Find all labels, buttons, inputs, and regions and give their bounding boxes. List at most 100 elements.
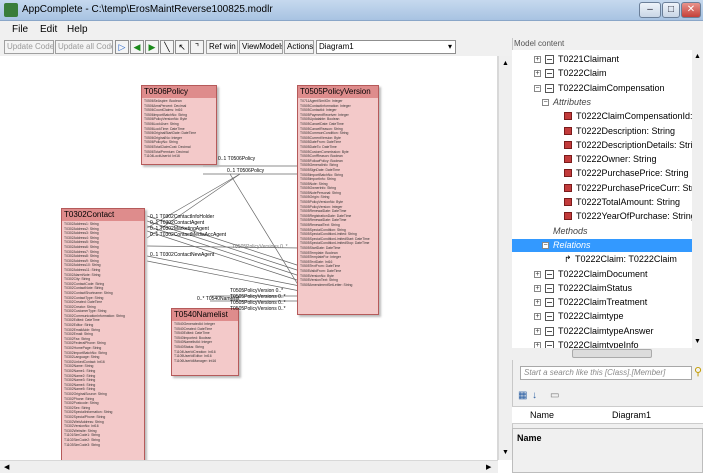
actions-button[interactable]: Actions xyxy=(284,40,314,54)
class-member: T0302Address10: String xyxy=(64,263,101,268)
collapse-icon[interactable]: − xyxy=(534,84,541,92)
search-icon[interactable]: ⚲ xyxy=(694,366,703,378)
scroll-down-icon[interactable]: ▼ xyxy=(694,338,701,345)
property-name-value[interactable]: Diagram1 xyxy=(612,410,652,420)
class-member: T0505ValidFrom: DateTime xyxy=(300,268,342,273)
maximize-button[interactable]: □ xyxy=(662,2,680,18)
line-tool-icon[interactable]: ╲ xyxy=(160,40,174,54)
scroll-right-icon[interactable]: ▶ xyxy=(486,464,492,471)
class-member: T0302CustomerType: String xyxy=(64,309,107,314)
scroll-thumb[interactable] xyxy=(572,349,652,358)
expand-icon[interactable]: + xyxy=(534,313,541,321)
tree-item-attribute[interactable]: T0222PurchasePrice: String xyxy=(512,167,692,180)
class-member: T0505CancelReason: String xyxy=(300,126,343,131)
canvas-horizontal-scrollbar[interactable]: ◀ ▶ xyxy=(0,460,498,473)
tree-item-attribute[interactable]: T0222YearOfPurchase: String xyxy=(512,210,692,223)
diagram-select[interactable]: Diagram1 ▾ xyxy=(316,40,456,54)
scroll-left-icon[interactable]: ◀ xyxy=(4,464,10,471)
tree-item-class[interactable]: −T0222ClaimCompensation xyxy=(512,82,692,95)
tree-item-class[interactable]: +T0222ClaimTreatment xyxy=(512,296,692,309)
scroll-up-icon[interactable]: ▲ xyxy=(694,53,701,60)
update-all-code-button[interactable]: Update all Code xyxy=(55,40,113,54)
viewmodels-button[interactable]: ViewModels xyxy=(239,40,283,54)
expand-icon[interactable]: + xyxy=(534,56,541,63)
tree-item-label: T0222TotalAmount: String xyxy=(576,197,681,207)
tree-item-attribute[interactable]: T0222TotalAmount: String xyxy=(512,196,692,209)
back-icon[interactable]: ◀ xyxy=(130,40,144,54)
tree-item-attribute[interactable]: T0222Description: String xyxy=(512,125,692,138)
close-button[interactable]: ✕ xyxy=(681,2,701,18)
class-member: T0506AmsPercent: Decimal xyxy=(144,103,187,108)
property-pages-icon[interactable]: ▭ xyxy=(550,390,560,401)
menu-edit[interactable]: Edit xyxy=(40,24,58,35)
tree-item-attribute[interactable]: T0222PurchasePriceCurr: String xyxy=(512,182,692,195)
scroll-up-icon[interactable]: ▲ xyxy=(502,60,509,67)
menu-file[interactable]: File xyxy=(12,24,29,35)
sort-alpha-icon[interactable]: ↓ xyxy=(532,390,537,401)
class-member: T0540Status: String xyxy=(174,344,204,349)
expand-icon[interactable]: + xyxy=(534,299,541,307)
class-member: T0505TextFrom: DateTime xyxy=(300,264,341,269)
tree-item-attribute[interactable]: T0222ClaimCompensationId: Integer xyxy=(512,110,692,123)
tree-item-class[interactable]: +T0221Claimant xyxy=(512,53,692,66)
model-search-input[interactable]: Start a search like this [Class].[Member… xyxy=(520,366,692,380)
class-member: T0505Updatable: Boolean xyxy=(300,117,340,122)
tree-item-attribute[interactable]: T0222DescriptionDetails: String xyxy=(512,139,692,152)
relation-icon: ↱ xyxy=(564,254,572,265)
expand-icon[interactable]: + xyxy=(534,70,541,78)
tree-item-relations[interactable]: −Relations xyxy=(512,238,692,252)
class-member: T0505CustomCommission: Byte xyxy=(300,149,349,154)
class-box-policy-version[interactable]: T0505PolicyVersion T0711AgentSimilOn: In… xyxy=(297,85,379,315)
pointer-tool-icon[interactable]: ↖ xyxy=(175,40,189,54)
tree-item-methods[interactable]: Methods xyxy=(512,225,692,238)
expand-icon[interactable]: + xyxy=(534,270,541,278)
tree-item-attributes[interactable]: −Attributes xyxy=(512,96,692,109)
link-label: T0505PolicyVersion 0..* xyxy=(230,288,284,294)
class-member: T0505SpecialConditionLimitedStart: DateT… xyxy=(300,236,370,241)
class-member: T0505DateFrom: DateTime xyxy=(300,140,342,145)
tree-vertical-scrollbar[interactable]: ▲ ▼ xyxy=(692,50,703,348)
tree-horizontal-scrollbar[interactable] xyxy=(512,348,703,360)
update-code-button[interactable]: Update Code xyxy=(4,40,54,54)
forward-icon[interactable]: ▶ xyxy=(145,40,159,54)
ref-win-button[interactable]: Ref win xyxy=(206,40,238,54)
tree-item-class[interactable]: +T0222ClaimtypeInfo xyxy=(512,339,692,348)
class-member: T0505ContactId: Integer xyxy=(300,108,337,113)
tree-item-class[interactable]: +T0222ClaimtypeAnswer xyxy=(512,325,692,338)
tree-item-attribute[interactable]: T0222Owner: String xyxy=(512,153,692,166)
expand-icon[interactable]: + xyxy=(534,342,541,348)
class-member: T0505SpecialCondition: String xyxy=(300,227,346,232)
collapse-icon[interactable]: − xyxy=(542,98,549,106)
tree-item-label: T0222Owner: String xyxy=(576,154,657,165)
window-title: AppComplete - C:\temp\ErosMaintReverse10… xyxy=(22,4,273,15)
class-member: T0505VersionText: String xyxy=(300,278,338,283)
collapse-icon[interactable]: − xyxy=(542,241,549,249)
categorized-icon[interactable]: ▦ xyxy=(518,390,528,401)
tree-item-class[interactable]: +T0222ClaimDocument xyxy=(512,268,692,281)
expand-icon[interactable]: + xyxy=(534,327,541,335)
class-member: T0302HomePage: String xyxy=(64,346,102,351)
play-icon[interactable]: ▷ xyxy=(115,40,129,54)
tree-item-class[interactable]: +T0222ClaimStatus xyxy=(512,282,692,295)
link-label: 0..1 T0506Policy xyxy=(218,156,256,162)
class-icon xyxy=(545,269,554,279)
property-grid[interactable]: Name Diagram1 xyxy=(512,406,703,424)
menu-help[interactable]: Help xyxy=(67,24,88,35)
connector-tool-icon[interactable]: ⌝ xyxy=(190,40,204,54)
class-member: T0506PolicyVersionNo: Byte xyxy=(144,117,187,122)
tree-item-relation[interactable]: ↱T0222Claim: T0222Claim xyxy=(512,253,692,266)
expand-icon[interactable]: + xyxy=(534,284,541,292)
minimize-button[interactable]: – xyxy=(639,2,661,18)
tree-item-class[interactable]: +T0222Claim xyxy=(512,67,692,80)
class-member: T0506SeAspire: Boolean xyxy=(144,99,182,103)
class-member: T0505CancelDate: DateTime xyxy=(300,121,344,126)
scroll-down-icon[interactable]: ▼ xyxy=(502,449,509,456)
tree-item-class[interactable]: +T0222Claimtype xyxy=(512,310,692,323)
model-tree[interactable]: +T0221Claimant+T0222Claim−T0222ClaimComp… xyxy=(512,50,692,348)
canvas-vertical-scrollbar[interactable]: ▲ ▼ xyxy=(498,56,512,460)
